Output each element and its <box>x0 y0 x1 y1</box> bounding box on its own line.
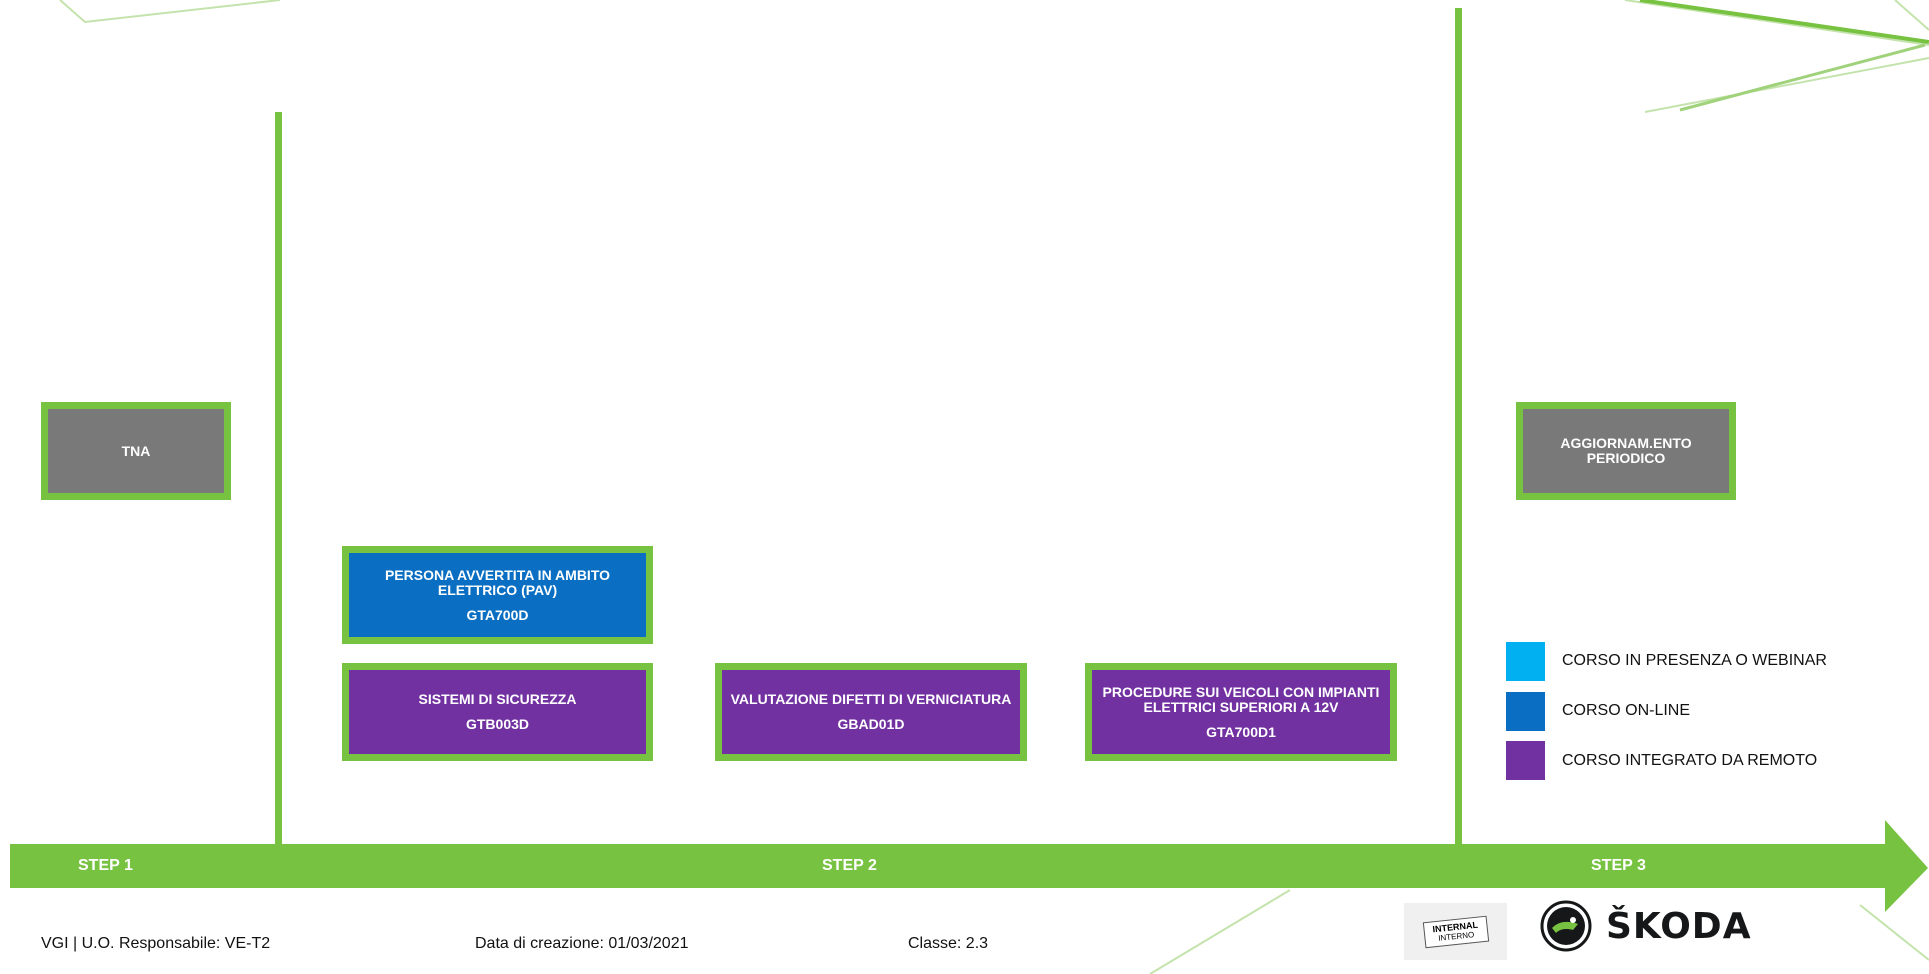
skoda-logo: ŠKODA <box>1540 900 1752 952</box>
footer-org: VGI | U.O. Responsabile: VE-T2 <box>41 935 271 952</box>
legend-swatch-remoto <box>1506 741 1545 780</box>
procedure-course-code: GTA700D1 <box>1206 723 1276 740</box>
step-divider-1 <box>275 112 282 847</box>
brand-name: ŠKODA <box>1606 905 1752 947</box>
step-3-label: STEP 3 <box>1591 857 1646 874</box>
sicurezza-course-code: GTB003D <box>465 716 530 732</box>
verniciatura-course-code: GBAD01D <box>837 716 905 732</box>
sicurezza-course-title: SISTEMI DI SICUREZZA <box>418 691 577 707</box>
pav-course-title: PERSONA AVVERTITA IN AMBITO ELETTRICO (P… <box>384 566 611 598</box>
pav-course-box: PERSONA AVVERTITA IN AMBITO ELETTRICO (P… <box>342 546 653 644</box>
procedure-course-box: PROCEDURE SUI VEICOLI CON IMPIANTI ELETT… <box>1085 663 1397 761</box>
legend-swatch-presenza <box>1506 642 1545 681</box>
procedure-course-title: PROCEDURE SUI VEICOLI CON IMPIANTI ELETT… <box>1102 683 1380 715</box>
aggiornamento-box: AGGIORNAM.ENTO PERIODICO <box>1516 402 1736 500</box>
timeline-arrow <box>10 820 1928 912</box>
step-1-label: STEP 1 <box>78 857 133 874</box>
step-divider-2 <box>1455 8 1462 847</box>
sicurezza-course-box: SISTEMI DI SICUREZZA GTB003D <box>342 663 653 761</box>
aggiornamento-title: AGGIORNAM.ENTO PERIODICO <box>1560 435 1692 466</box>
skoda-emblem-icon <box>1540 900 1592 952</box>
footer-classe: Classe: 2.3 <box>908 935 989 952</box>
legend-label-remoto: CORSO INTEGRATO DA REMOTO <box>1562 752 1818 769</box>
verniciatura-course-box: VALUTAZIONE DIFETTI DI VERNICIATURA GBAD… <box>715 663 1027 761</box>
legend-label-presenza: CORSO IN PRESENZA O WEBINAR <box>1562 652 1827 669</box>
tna-box: TNA <box>41 402 231 500</box>
pav-course-code: GTA700D <box>466 606 529 623</box>
verniciatura-course-title: VALUTAZIONE DIFETTI DI VERNICIATURA <box>730 691 1012 707</box>
legend-label-online: CORSO ON-LINE <box>1562 702 1691 719</box>
step-2-label: STEP 2 <box>822 857 877 874</box>
tna-title: TNA <box>121 442 151 459</box>
footer-date: Data di creazione: 01/03/2021 <box>475 935 689 952</box>
internal-stamp: INTERNAL INTERNO <box>1404 903 1507 960</box>
legend-swatch-online <box>1506 692 1545 731</box>
